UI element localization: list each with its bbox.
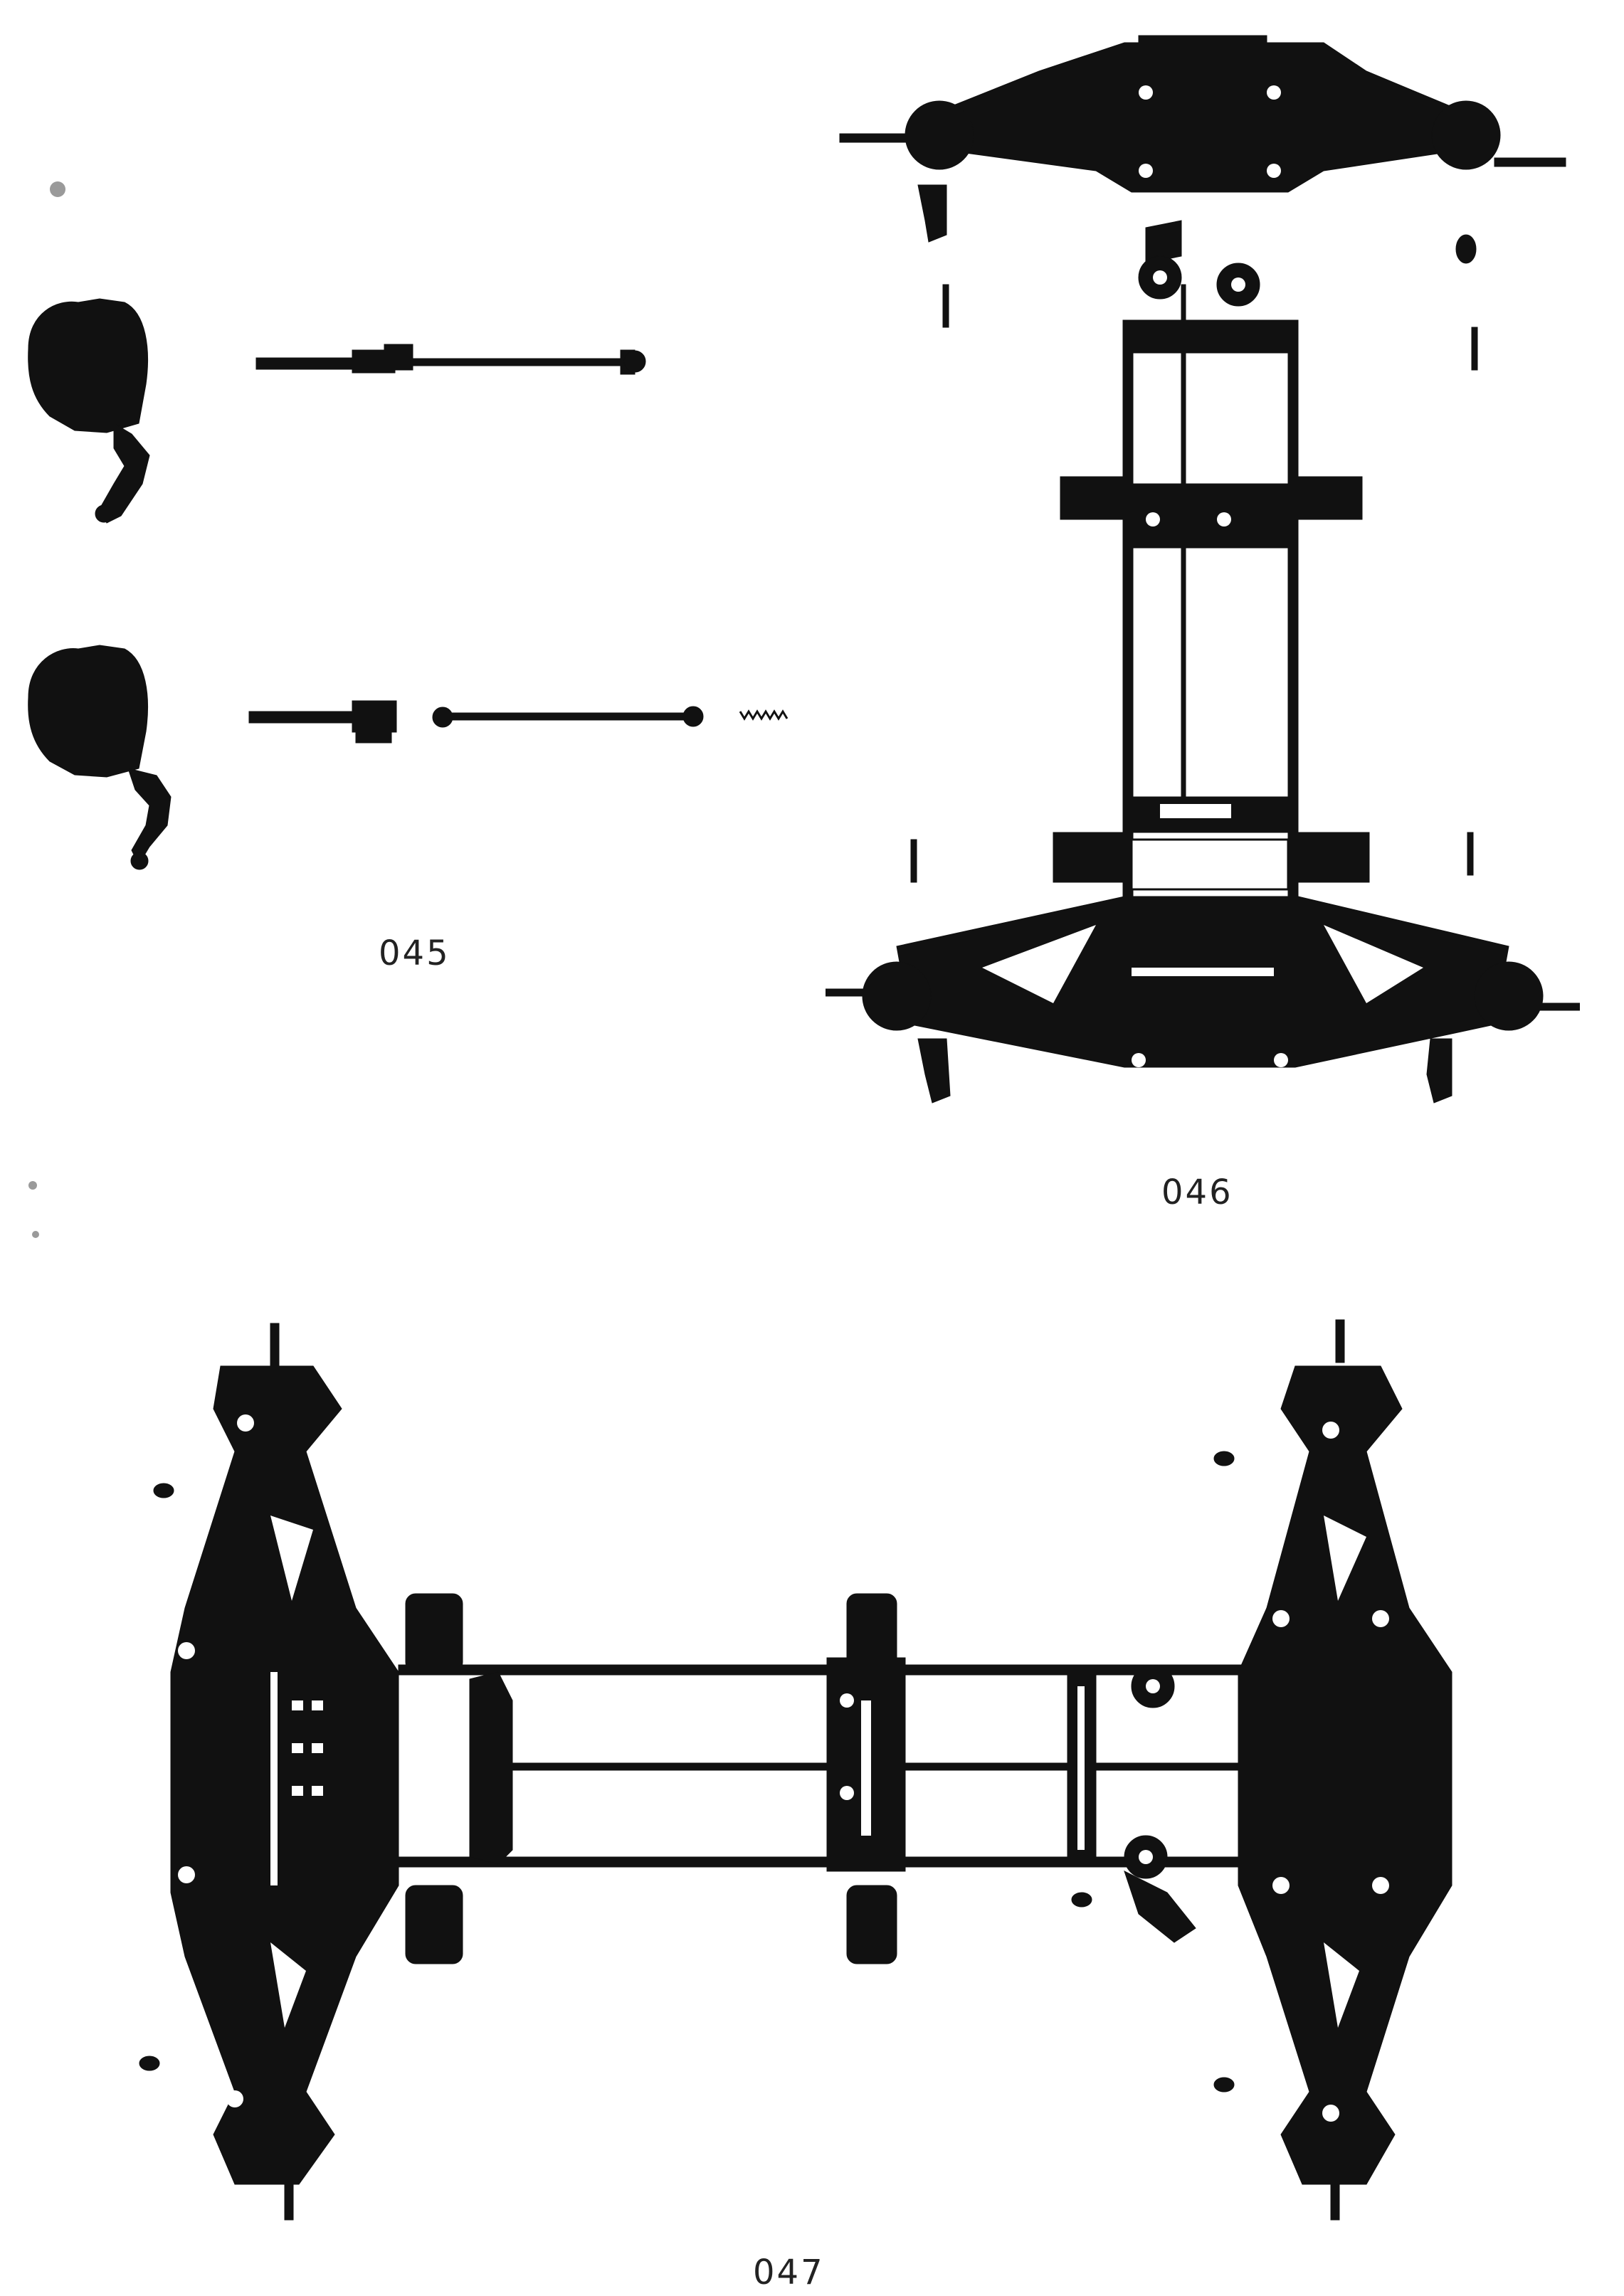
driveshaft-lower	[432, 706, 704, 728]
spring-pin	[739, 709, 789, 721]
right-suspension-assembly	[1213, 1319, 1452, 2221]
left-suspension-assembly	[139, 1323, 399, 2221]
figure-045-parts	[28, 298, 789, 870]
output-cup-lower	[248, 700, 397, 744]
scan-speck	[50, 181, 65, 197]
figure-047-chassis	[139, 1319, 1452, 2221]
steering-knuckle-upper	[28, 298, 150, 524]
figure-046-chassis	[826, 35, 1580, 1104]
scan-speck	[28, 1181, 37, 1190]
front-suspension-upper	[839, 35, 1566, 307]
rear-suspension-lower	[826, 896, 1580, 1104]
wheels-inner	[405, 1593, 897, 1964]
step-number-045: 045	[379, 933, 450, 973]
chassis-frame	[1053, 284, 1370, 919]
scan-speck	[32, 1231, 39, 1238]
driveshaft-upper	[255, 344, 646, 375]
step-number-047: 047	[753, 2253, 825, 2292]
steering-knuckle-lower	[28, 645, 172, 870]
step-number-046: 046	[1161, 1173, 1233, 1212]
